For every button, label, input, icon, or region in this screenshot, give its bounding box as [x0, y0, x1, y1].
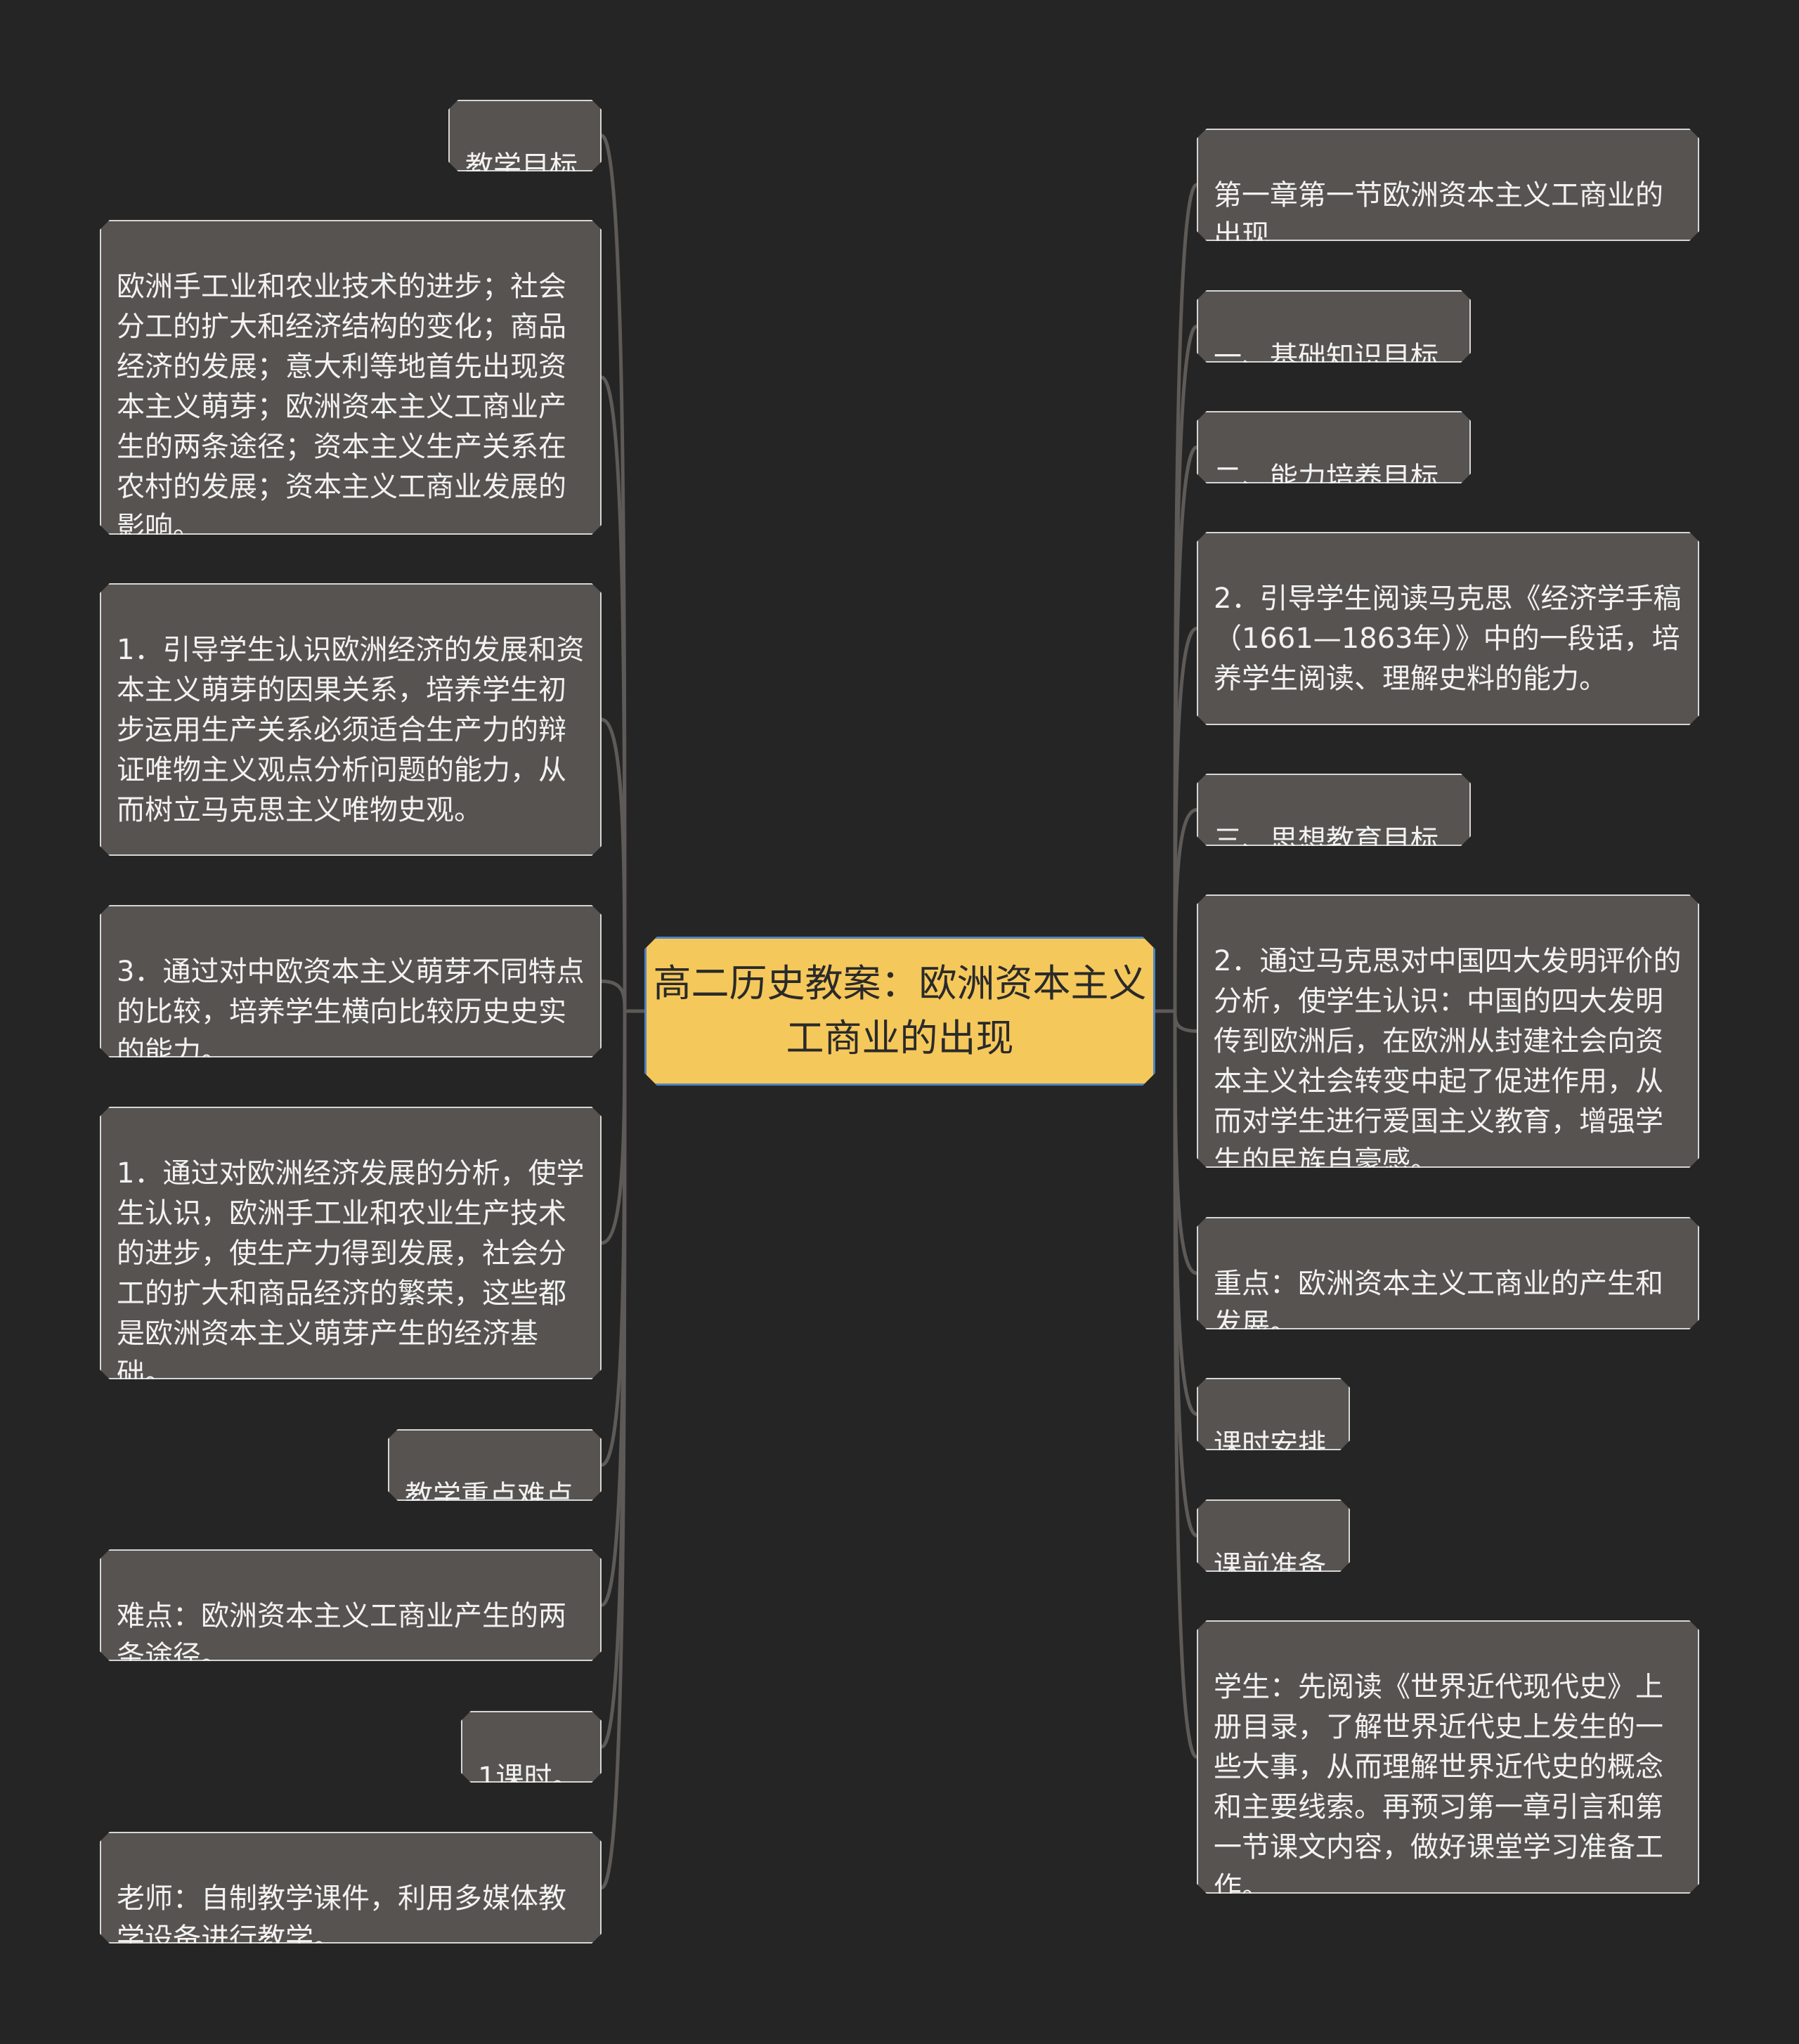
root-node[interactable]: 高二历史教案：欧洲资本主义工商业的出现: [644, 937, 1155, 1086]
left-node-4[interactable]: 3．通过对中欧资本主义萌芽不同特点的比较，培养学生横向比较历史史实的能力。: [100, 905, 602, 1057]
node-text: 欧洲手工业和农业技术的进步；社会分工的扩大和经济结构的变化；商品经济的发展；意大…: [117, 271, 566, 543]
right-node-2[interactable]: 一、基础知识目标: [1197, 290, 1471, 363]
right-node-5[interactable]: 三、思想教育目标: [1197, 774, 1471, 846]
root-node-label: 高二历史教案：欧洲资本主义工商业的出现: [653, 961, 1147, 1060]
right-node-4[interactable]: 2．引导学生阅读马克思《经济学手稿（1661—1863年）》中的一段话，培养学生…: [1197, 532, 1699, 725]
right-node-1[interactable]: 第一章第一节欧洲资本主义工商业的出现: [1197, 129, 1699, 241]
right-connector: [1155, 808, 1197, 1013]
left-connector: [600, 1009, 644, 1889]
left-node-5[interactable]: 1．通过对欧洲经济发展的分析，使学生认识，欧洲手工业和农业生产技术的进步，使生产…: [100, 1107, 602, 1379]
left-node-1[interactable]: 教学目标: [448, 100, 602, 171]
node-text: 3．通过对中欧资本主义萌芽不同特点的比较，培养学生横向比较历史史实的能力。: [117, 956, 585, 1068]
left-node-7[interactable]: 难点：欧洲资本主义工商业产生的两条途径。: [100, 1549, 602, 1661]
node-text: 1．通过对欧洲经济发展的分析，使学生认识，欧洲手工业和农业生产技术的进步，使生产…: [117, 1157, 585, 1390]
node-text: 学生：先阅读《世界近代现代史》上册目录，了解世界近代史上发生的一些大事，从而理解…: [1214, 1671, 1663, 1903]
node-text: 1．引导学生认识欧洲经济的发展和资本主义萌芽的因果关系，培养学生初步运用生产关系…: [117, 634, 585, 826]
right-node-10[interactable]: 学生：先阅读《世界近代现代史》上册目录，了解世界近代史上发生的一些大事，从而理解…: [1197, 1620, 1699, 1894]
right-node-3[interactable]: 二、能力培养目标: [1197, 411, 1471, 483]
right-node-7[interactable]: 重点：欧洲资本主义工商业的产生和发展。: [1197, 1217, 1699, 1329]
node-text: 2．通过马克思对中国四大发明评价的分析，使学生认识：中国的四大发明传到欧洲后，在…: [1214, 945, 1682, 1178]
left-node-9[interactable]: 老师：自制教学课件，利用多媒体教学设备进行教学。: [100, 1832, 602, 1944]
node-text: 2．引导学生阅读马克思《经济学手稿（1661—1863年）》中的一段话，培养学生…: [1214, 582, 1682, 695]
right-connector: [1155, 1009, 1198, 1759]
node-text: 第一章第一节欧洲资本主义工商业的出现: [1214, 179, 1663, 252]
left-node-8[interactable]: 1课时。: [461, 1711, 602, 1783]
right-node-8[interactable]: 课时安排: [1197, 1378, 1350, 1450]
left-node-6[interactable]: 教学重点难点: [388, 1429, 602, 1501]
node-text: 重点：欧洲资本主义工商业的产生和发展。: [1214, 1268, 1663, 1340]
right-node-6[interactable]: 2．通过马克思对中国四大发明评价的分析，使学生认识：中国的四大发明传到欧洲后，在…: [1197, 894, 1699, 1168]
left-connector: [601, 717, 644, 1013]
left-node-2[interactable]: 欧洲手工业和农业技术的进步；社会分工的扩大和经济结构的变化；商品经济的发展；意大…: [100, 220, 602, 535]
left-node-3[interactable]: 1．引导学生认识欧洲经济的发展和资本主义萌芽的因果关系，培养学生初步运用生产关系…: [100, 583, 602, 856]
right-node-9[interactable]: 课前准备: [1197, 1499, 1350, 1572]
